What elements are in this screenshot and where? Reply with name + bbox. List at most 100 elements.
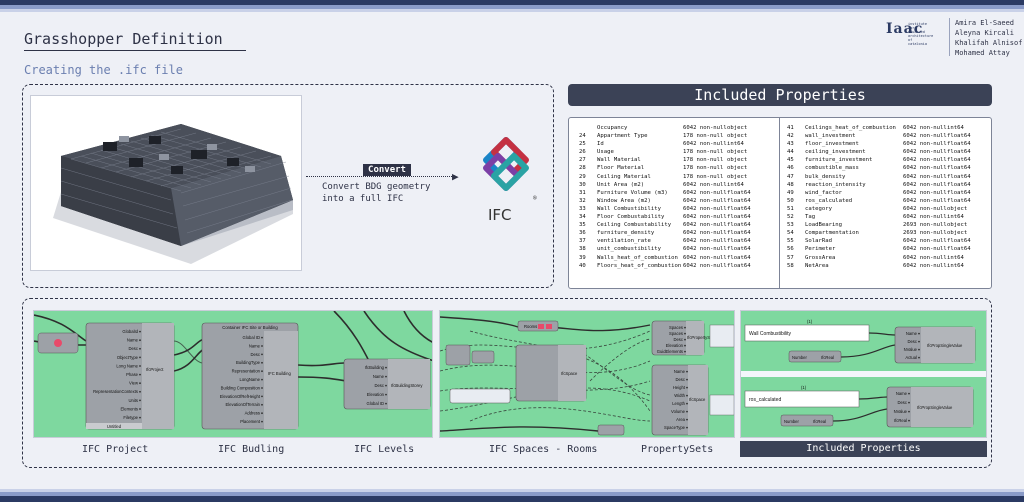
gh-input-param[interactable]: GlobalId <box>122 329 138 334</box>
gh-propsinglevalue-name-top: IfcPropSingleValue <box>927 343 963 348</box>
gh-input-param[interactable]: Elevation <box>367 392 385 397</box>
property-name: Wall Combustibility <box>597 205 661 212</box>
gh-input-param[interactable]: Elevation <box>666 343 684 348</box>
gh-input-param[interactable]: Length <box>672 401 685 406</box>
gh-input-param[interactable]: Volume <box>671 409 686 414</box>
gh-input-param[interactable]: NValue <box>894 409 908 414</box>
gh-ifc-building-component[interactable]: Container IFC Site or Building Global ID… <box>201 322 299 430</box>
ifc-logo-icon <box>483 137 529 191</box>
gh-input-param[interactable]: Name <box>249 343 261 348</box>
gh-input-param[interactable]: Spaces <box>669 325 683 330</box>
gh-input-param[interactable]: RepresentationContexts <box>93 389 138 394</box>
gh-ifc-space-right-component[interactable]: NameDescHeightWidthLengthVolumeAreaSpace… <box>651 364 709 436</box>
gh-input-param[interactable]: Name <box>127 338 139 343</box>
gh-input-param[interactable]: BuildingType <box>236 360 261 365</box>
gh-input-param[interactable]: Elements <box>121 406 138 411</box>
property-dtype: float64 <box>947 149 971 156</box>
gh-input-param[interactable]: Name <box>906 331 918 336</box>
gh-number-node-top[interactable]: Number IfcReal <box>788 350 842 363</box>
property-count: 6042 non-null <box>903 149 947 156</box>
gh-ifc-space-component[interactable]: IfcSpace <box>515 344 587 402</box>
gh-param-node[interactable] <box>471 350 495 364</box>
property-name: floor_investment <box>805 141 859 148</box>
gh-input-param[interactable]: Desc <box>897 400 907 405</box>
gh-input-param[interactable]: ObjectType <box>117 355 139 360</box>
property-name: ventilation_rate <box>597 238 651 245</box>
grasshopper-panel <box>22 298 992 468</box>
property-dtype: float64 <box>727 238 751 245</box>
gh-input-param[interactable]: Area <box>676 417 686 422</box>
property-count: 6042 non-null <box>903 141 947 148</box>
gh-output-panel[interactable] <box>709 324 734 348</box>
gh-input-param[interactable]: Width <box>674 393 685 398</box>
gh-input-param[interactable]: Global ID <box>243 335 260 340</box>
gh-text-bottom: ros_calculated <box>749 397 781 403</box>
property-name: Floor Material <box>597 165 645 172</box>
gh-input-param[interactable]: Desc <box>128 346 138 351</box>
gh-input-param[interactable]: Height <box>673 385 686 390</box>
property-num: 55 <box>787 238 794 245</box>
property-num: 38 <box>579 246 586 253</box>
gh-storey-name: IfcBuildingStorey <box>391 383 423 388</box>
gh-input-param[interactable]: SpaceType <box>664 425 686 430</box>
author-name: Khalifah Alnisof <box>955 39 1023 47</box>
property-num: 37 <box>579 238 586 245</box>
gh-input-param[interactable]: IfcBuilding <box>365 365 385 370</box>
property-dtype: object <box>947 222 968 229</box>
property-count: 178 non-null <box>683 157 724 164</box>
gh-text-panel-top[interactable]: (1) Wall Combustibility <box>744 319 870 342</box>
gh-param-node[interactable] <box>597 424 625 436</box>
gh-text-panel-bottom[interactable]: (1) ros_calculated <box>744 385 860 408</box>
top-stripe-light <box>0 9 1024 12</box>
property-dtype: float64 <box>947 165 971 172</box>
gh-input-param[interactable]: Spaces <box>669 331 683 336</box>
convert-badge: Convert <box>363 164 411 176</box>
gh-input-param[interactable]: Units <box>128 398 138 403</box>
gh-output-panel[interactable] <box>709 394 734 416</box>
gh-number-node-bottom[interactable]: Number IfcReal <box>780 414 834 427</box>
gh-input-param[interactable]: Placement <box>240 419 261 424</box>
gh-input-param[interactable]: Desc <box>675 377 685 382</box>
gh-input-param[interactable]: Global ID <box>367 401 384 406</box>
gh-input-param[interactable]: ElevationOfRefHeight <box>220 394 261 399</box>
property-dtype: object <box>727 157 748 164</box>
gh-input-param[interactable]: Representation <box>232 369 261 374</box>
property-count: 6042 non-null <box>683 262 727 269</box>
gh-input-param[interactable]: Address <box>245 411 260 416</box>
gh-input-param[interactable]: LongName <box>240 377 261 382</box>
gh-input-param[interactable]: ElevationOfTerrain <box>226 402 261 407</box>
property-name: Floors_heat_of_combustion <box>597 262 682 269</box>
gh-input-param[interactable]: NValue <box>904 347 918 352</box>
gh-input-param[interactable]: Desc <box>673 337 683 342</box>
property-dtype: float64 <box>947 181 971 188</box>
gh-input-param[interactable]: Desc <box>907 339 917 344</box>
gh-propertyset-name: IfcPropertySet <box>687 335 714 340</box>
gh-input-param[interactable]: GuidElements <box>657 349 683 354</box>
property-name: Walls_heat_of_combustion <box>597 254 678 261</box>
gh-input-param[interactable]: Name <box>896 391 908 396</box>
gh-input-param[interactable]: Actual <box>905 355 917 360</box>
property-name: reaction_intensity <box>805 181 866 188</box>
gh-input-param[interactable]: Name <box>674 369 686 374</box>
gh-input-param[interactable]: IfcReal <box>894 418 907 423</box>
gh-input-param[interactable]: View <box>129 381 139 386</box>
gh-input-param[interactable]: Phase <box>126 372 139 377</box>
gh-input-param[interactable]: Desc <box>374 383 384 388</box>
gh-param-panel[interactable] <box>449 388 511 404</box>
gh-input-param[interactable]: Name <box>373 374 385 379</box>
gh-param-node[interactable] <box>445 344 471 366</box>
gh-input-param[interactable]: Long Name <box>116 363 138 368</box>
property-dtype: float64 <box>947 238 971 245</box>
gh-input-param[interactable]: Filetype <box>123 415 138 420</box>
gh-input-param[interactable]: Desc <box>250 352 260 357</box>
gh-input-param[interactable]: Building Composition <box>221 385 261 390</box>
